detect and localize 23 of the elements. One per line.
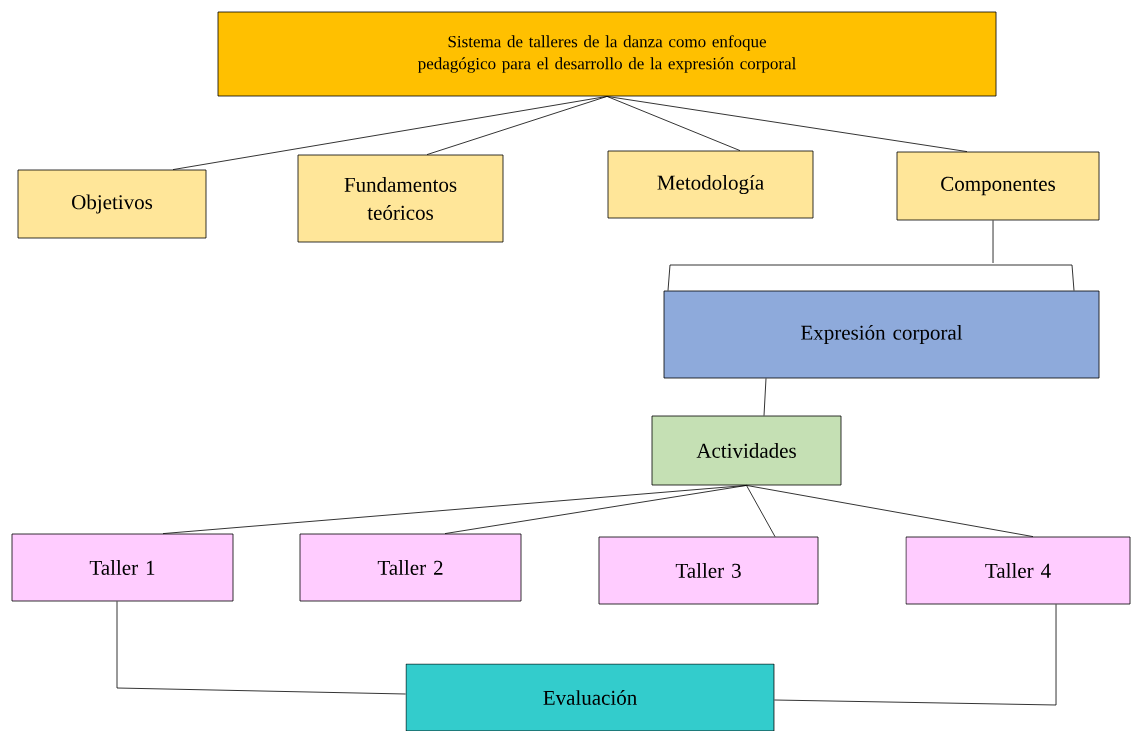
category-box: Fundamentos teóricos <box>297 154 504 243</box>
category-box: Objetivos <box>17 169 207 239</box>
evaluation-box: Evaluación <box>405 663 775 731</box>
connector-line <box>606 96 968 152</box>
connector-line <box>763 378 767 416</box>
category-box: Metodología <box>607 150 814 219</box>
connector-line <box>116 601 406 695</box>
connector-line <box>774 604 1057 706</box>
workshop-box: Taller 4 <box>905 536 1131 605</box>
title-box: Sistema de talleres de la danza como enfoque pedagógico para el desarrollo de la expresión corporal <box>217 11 997 97</box>
connector-line <box>606 96 741 151</box>
component-box: Expresión corporal <box>663 290 1100 379</box>
connector-line <box>426 96 608 155</box>
workshop-box: Taller 1 <box>11 533 234 602</box>
connector-line <box>172 96 608 170</box>
connector-line <box>746 485 776 537</box>
connector-line <box>746 485 1034 537</box>
workshop-box: Taller 3 <box>598 536 819 605</box>
workshop-box: Taller 2 <box>299 533 522 602</box>
connector-line <box>667 220 1075 291</box>
activity-box: Actividades <box>651 415 842 486</box>
category-box: Componentes <box>896 151 1100 221</box>
connector-line <box>444 485 747 534</box>
